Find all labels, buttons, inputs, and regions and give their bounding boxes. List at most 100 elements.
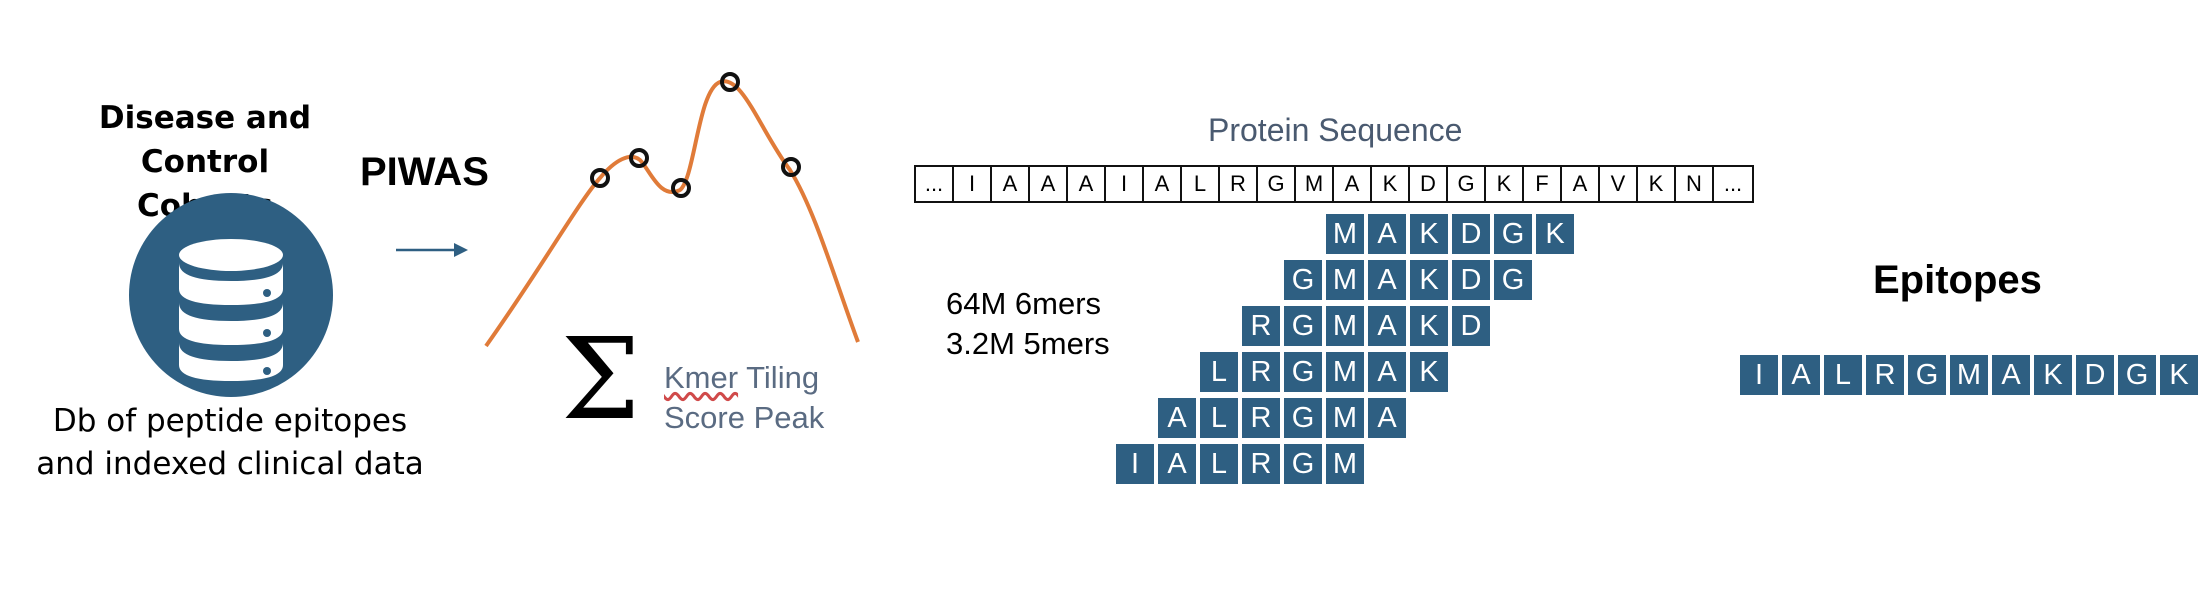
kmer-tile: K (1410, 260, 1448, 300)
database-caption-line1: Db of peptide epitopes (52, 403, 408, 439)
kmer-tile: G (1284, 306, 1322, 346)
kmer-tile: L (1200, 444, 1238, 484)
kmer-tile: R (1242, 398, 1280, 438)
kmer-tile: K (1410, 306, 1448, 346)
peak-marker (781, 157, 801, 177)
sequence-cell: ... (1723, 171, 1743, 196)
sequence-cell: L (1182, 167, 1220, 201)
sequence-cell: G (1258, 167, 1296, 201)
kmer-tile: I (1116, 444, 1154, 484)
cohorts-title-line1: Disease and Control (98, 100, 312, 180)
epitope-tile: D (2076, 355, 2114, 395)
database-badge (129, 193, 333, 397)
sequence-cell: I (954, 167, 992, 201)
kmer-tiling-score-label: Kmer Tiling Score Peak (664, 358, 824, 438)
kmer-tile: G (1284, 260, 1322, 300)
sequence-cell: A (1562, 167, 1600, 201)
kmer-count-6mers: 64M 6mers (946, 286, 1102, 321)
kmer-tile: D (1452, 214, 1490, 254)
kmer-tile: M (1326, 214, 1364, 254)
kmer-tile: D (1452, 306, 1490, 346)
sequence-cell: I (1106, 167, 1144, 201)
protein-sequence-title: Protein Sequence (1208, 112, 1463, 148)
kmer-tile: G (1284, 444, 1322, 484)
sigma-symbol: Σ (561, 315, 641, 445)
kmer-tile: R (1242, 306, 1280, 346)
sequence-cell: F (1524, 167, 1562, 201)
epitopes-title: Epitopes (1873, 258, 2042, 302)
score-curve-line (484, 79, 860, 348)
sequence-cell: A (992, 167, 1030, 201)
kmer-tile: M (1326, 306, 1364, 346)
epitope-tile: A (1992, 355, 2030, 395)
kmer-tile: M (1326, 352, 1364, 392)
epitope-tile: I (1740, 355, 1778, 395)
kmer-tile: R (1242, 352, 1280, 392)
epitope-tile: K (2160, 355, 2198, 395)
sequence-cell: A (1030, 167, 1068, 201)
sequence-cell: A (1068, 167, 1106, 201)
kmer-tile: A (1368, 260, 1406, 300)
kmer-tile: G (1494, 214, 1532, 254)
epitope-tile: L (1824, 355, 1862, 395)
kmer-tile: A (1368, 214, 1406, 254)
kmer-tile: A (1368, 398, 1406, 438)
kmer-tile: G (1494, 260, 1532, 300)
sequence-cell: A (1144, 167, 1182, 201)
tiling-score-curve (484, 72, 860, 348)
kmer-counts: 64M 6mers 3.2M 5mers (946, 284, 1110, 364)
epitope-tile: R (1866, 355, 1904, 395)
sequence-cell: R (1220, 167, 1258, 201)
kmer-count-5mers: 3.2M 5mers (946, 326, 1110, 361)
sequence-cell: A (1334, 167, 1372, 201)
sequence-cell: M (1296, 167, 1334, 201)
piwas-label: PIWAS (360, 150, 489, 194)
epitope-tile: G (2118, 355, 2156, 395)
database-icon (179, 239, 283, 381)
kmer-tile: A (1368, 352, 1406, 392)
tiling-word: Tiling (738, 360, 820, 395)
kmer-tile: G (1284, 352, 1322, 392)
score-peak-line: Score Peak (664, 400, 825, 435)
kmer-tile: L (1200, 352, 1238, 392)
sequence-cell: D (1410, 167, 1448, 201)
epitope-tile: G (1908, 355, 1946, 395)
peak-marker (671, 178, 691, 198)
peak-marker (590, 168, 610, 188)
kmer-tile: M (1326, 444, 1364, 484)
sequence-cell: K (1638, 167, 1676, 201)
epitope-tile: M (1950, 355, 1988, 395)
epitope-tile: K (2034, 355, 2072, 395)
kmer-tile: R (1242, 444, 1280, 484)
sequence-cell: ... (916, 167, 954, 201)
epitope-tile: A (1782, 355, 1820, 395)
sequence-cell: G (1448, 167, 1486, 201)
sequence-cell: K (1486, 167, 1524, 201)
kmer-word: Kmer (664, 360, 739, 395)
peak-marker (629, 148, 649, 168)
kmer-tile: M (1326, 398, 1364, 438)
sequence-cell: V (1600, 167, 1638, 201)
kmer-tile: D (1452, 260, 1490, 300)
kmer-tile: K (1410, 214, 1448, 254)
kmer-tile: A (1158, 398, 1196, 438)
peak-marker (720, 72, 740, 92)
kmer-tile: K (1410, 352, 1448, 392)
kmer-tile: M (1326, 260, 1364, 300)
kmer-tile: K (1536, 214, 1574, 254)
kmer-tile: L (1200, 398, 1238, 438)
database-caption: Db of peptide epitopes and indexed clini… (20, 400, 440, 486)
kmer-tiling-line1: Kmer Tiling (664, 358, 824, 398)
kmer-tile: A (1158, 444, 1196, 484)
sequence-cell: K (1372, 167, 1410, 201)
kmer-tile: A (1368, 306, 1406, 346)
arrow-right-icon (396, 243, 468, 257)
kmer-tile: G (1284, 398, 1322, 438)
